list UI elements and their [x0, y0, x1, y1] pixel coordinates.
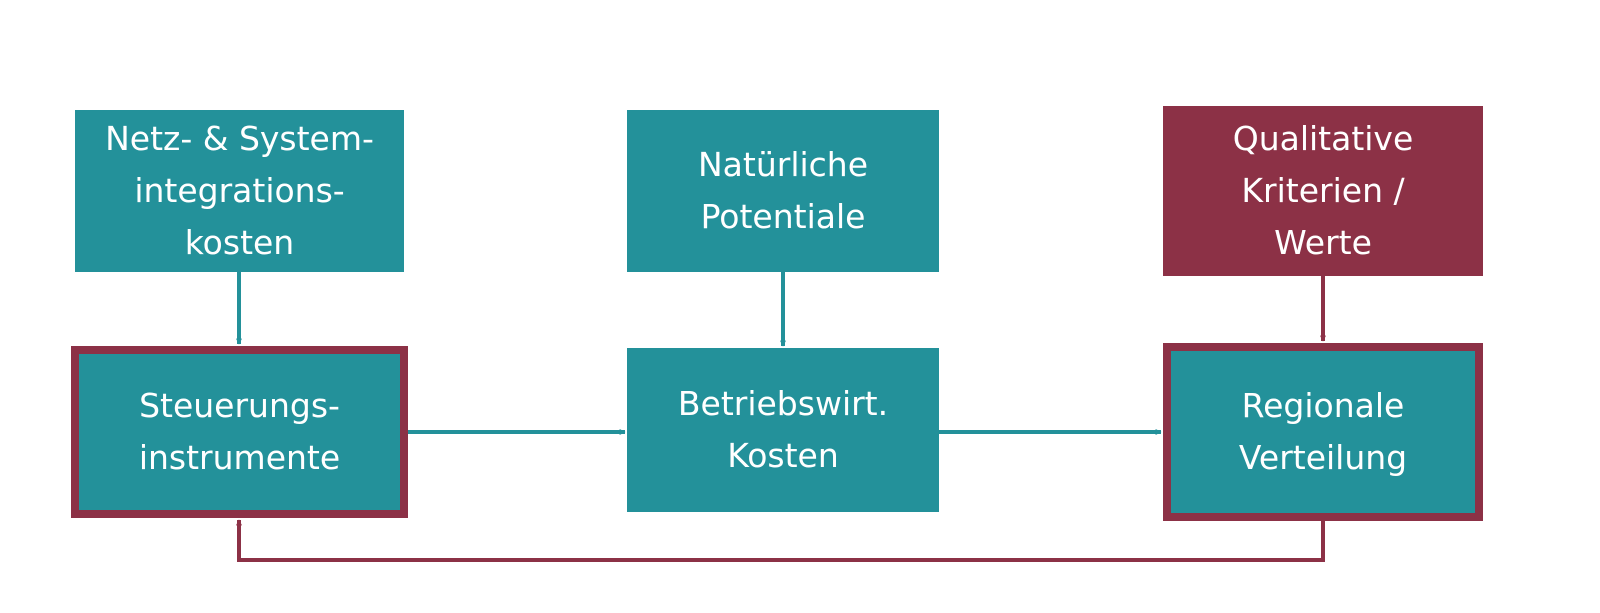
box-netz-line-2: integrations-: [134, 171, 345, 210]
box-netz-systemintegrationskosten: Netz- & System- integrations- kosten: [75, 110, 404, 272]
box-regional-line-2: Verteilung: [1238, 438, 1408, 477]
box-steuer-line-1: Steuerungs-: [139, 386, 340, 425]
box-netz-line-1: Netz- & System-: [105, 119, 374, 158]
box-betriebswirt-kosten: Betriebswirt. Kosten: [627, 348, 939, 512]
box-qual-line-3: Werte: [1274, 223, 1372, 262]
box-netz-line-3: kosten: [184, 223, 295, 262]
box-qual-line-1: Qualitative: [1232, 119, 1414, 158]
arrow-regional-to-steuerung: [236, 519, 1325, 562]
box-qual-line-2: Kriterien /: [1241, 171, 1405, 210]
box-qualitative-kriterien: Qualitative Kriterien / Werte: [1163, 106, 1483, 276]
box-betrieb-line-2: Kosten: [727, 436, 839, 475]
box-steuer-line-2: instrumente: [138, 438, 341, 477]
box-natur-line-2: Potentiale: [700, 197, 866, 236]
box-natur-line-1: Natürliche: [697, 145, 869, 184]
box-regional-line-1: Regionale: [1241, 386, 1405, 425]
box-steuerungsinstrumente: Steuerungs- instrumente: [71, 346, 408, 518]
box-regionale-verteilung: Regionale Verteilung: [1163, 343, 1483, 521]
box-betrieb-line-1: Betriebswirt.: [677, 384, 889, 423]
box-natuerliche-potentiale: Natürliche Potentiale: [627, 110, 939, 272]
